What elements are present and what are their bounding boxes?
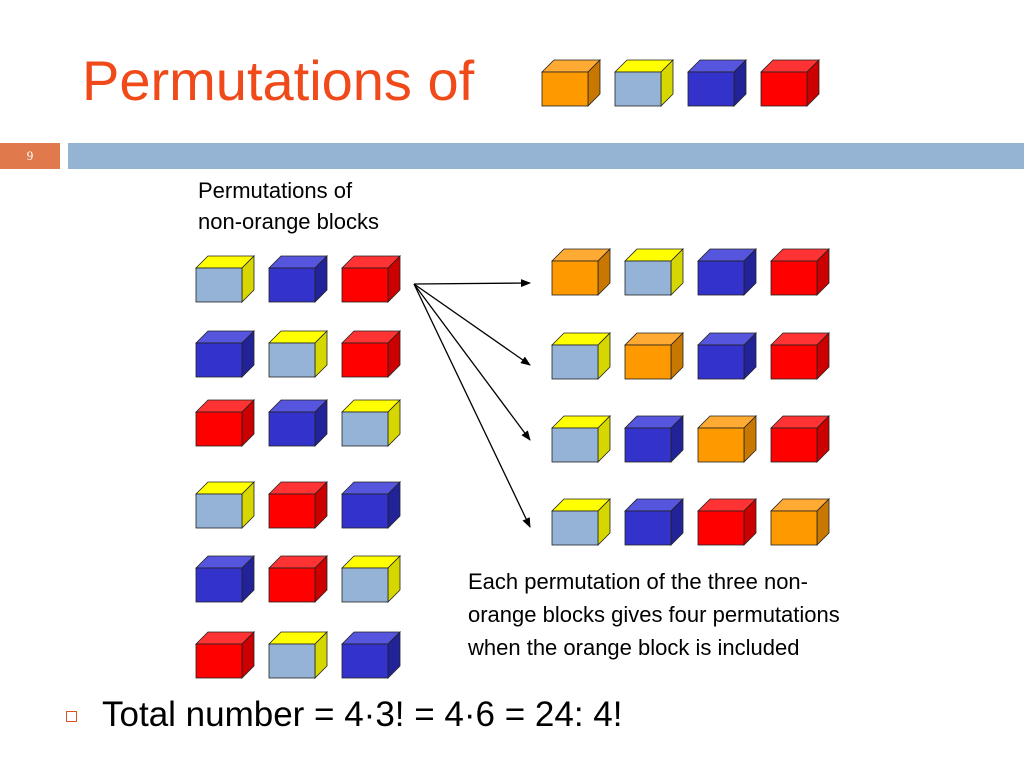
red-block xyxy=(770,332,830,380)
lightblue-block xyxy=(195,255,255,303)
lightblue-block xyxy=(268,330,328,378)
arrow-4 xyxy=(413,283,531,528)
blue-block xyxy=(268,399,328,447)
red-block xyxy=(195,399,255,447)
slide-title: Permutations of xyxy=(82,49,475,112)
arrow-2 xyxy=(413,283,531,366)
red-block xyxy=(341,255,401,303)
header-bar xyxy=(68,143,1024,169)
lightblue-block xyxy=(614,59,674,107)
red-block xyxy=(760,59,820,107)
lightblue-block xyxy=(551,332,611,380)
blue-block xyxy=(341,481,401,529)
bullet-square-icon xyxy=(66,711,77,722)
blue-block xyxy=(624,498,684,546)
arrows xyxy=(413,279,531,528)
blue-block xyxy=(697,332,757,380)
note-line-1: Each permutation of the three non- xyxy=(468,569,808,594)
lightblue-block xyxy=(195,481,255,529)
lightblue-block xyxy=(551,498,611,546)
blue-block xyxy=(687,59,747,107)
lightblue-block xyxy=(551,415,611,463)
left-permutations xyxy=(195,255,401,679)
right-permutations xyxy=(551,248,830,546)
lightblue-block xyxy=(268,631,328,679)
blue-block xyxy=(195,555,255,603)
left-label-line-2: non-orange blocks xyxy=(198,209,380,234)
red-block xyxy=(770,415,830,463)
slide-number: 9 xyxy=(26,148,34,163)
lightblue-block xyxy=(341,555,401,603)
orange-block xyxy=(551,248,611,296)
arrow-3 xyxy=(413,283,531,441)
orange-block xyxy=(697,415,757,463)
total-formula: Total number = 4·3! = 4·6 = 24: 4! xyxy=(102,695,623,734)
left-label-line-1: Permutations of xyxy=(198,178,353,203)
slide-number-badge: 9 xyxy=(0,143,60,169)
red-block xyxy=(770,248,830,296)
blue-block xyxy=(697,248,757,296)
red-block xyxy=(268,555,328,603)
blue-block xyxy=(195,330,255,378)
red-block xyxy=(195,631,255,679)
red-block xyxy=(268,481,328,529)
note-line-2: orange blocks gives four permutations xyxy=(468,602,840,627)
orange-block xyxy=(541,59,601,107)
lightblue-block xyxy=(624,248,684,296)
blue-block xyxy=(624,415,684,463)
explanation-note: Each permutation of the three non- orang… xyxy=(468,565,840,664)
arrow-1 xyxy=(413,279,531,288)
red-block xyxy=(697,498,757,546)
note-line-3: when the orange block is included xyxy=(468,635,800,660)
orange-block xyxy=(770,498,830,546)
orange-block xyxy=(624,332,684,380)
blue-block xyxy=(341,631,401,679)
red-block xyxy=(341,330,401,378)
title-blocks xyxy=(541,59,820,107)
blue-block xyxy=(268,255,328,303)
lightblue-block xyxy=(341,399,401,447)
left-column-label: Permutations of non-orange blocks xyxy=(198,175,379,237)
